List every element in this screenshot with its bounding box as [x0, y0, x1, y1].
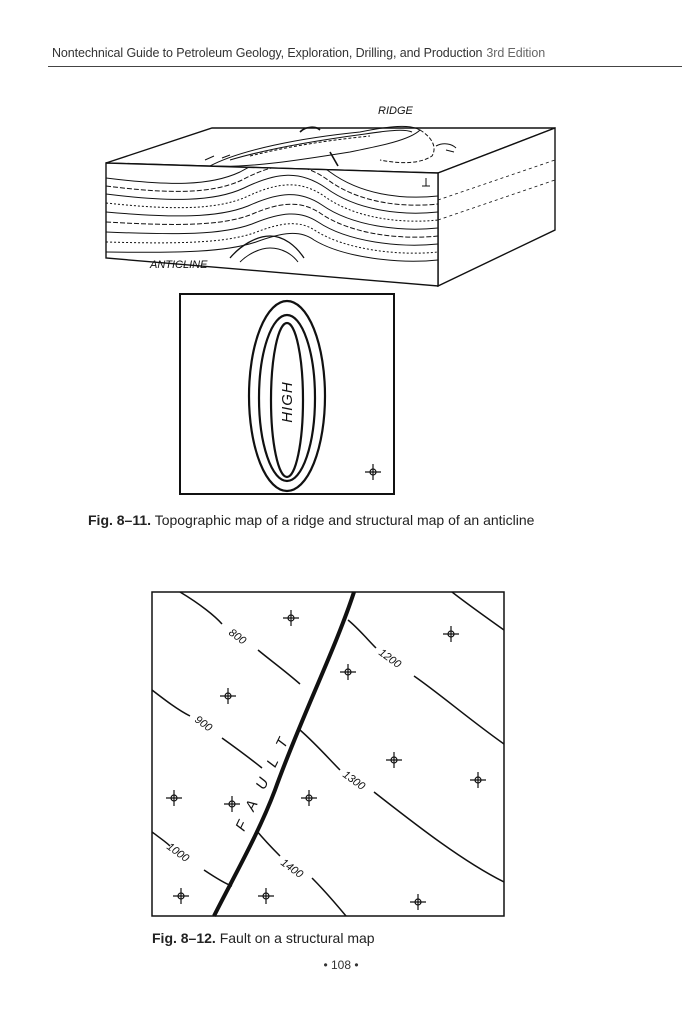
figure-8-12-caption: Fig. 8–12. Fault on a structural map	[152, 930, 375, 946]
page-number: • 108 •	[0, 958, 682, 972]
caption-text: Fault on a structural map	[220, 930, 375, 946]
caption-number: Fig. 8–12.	[152, 930, 216, 946]
